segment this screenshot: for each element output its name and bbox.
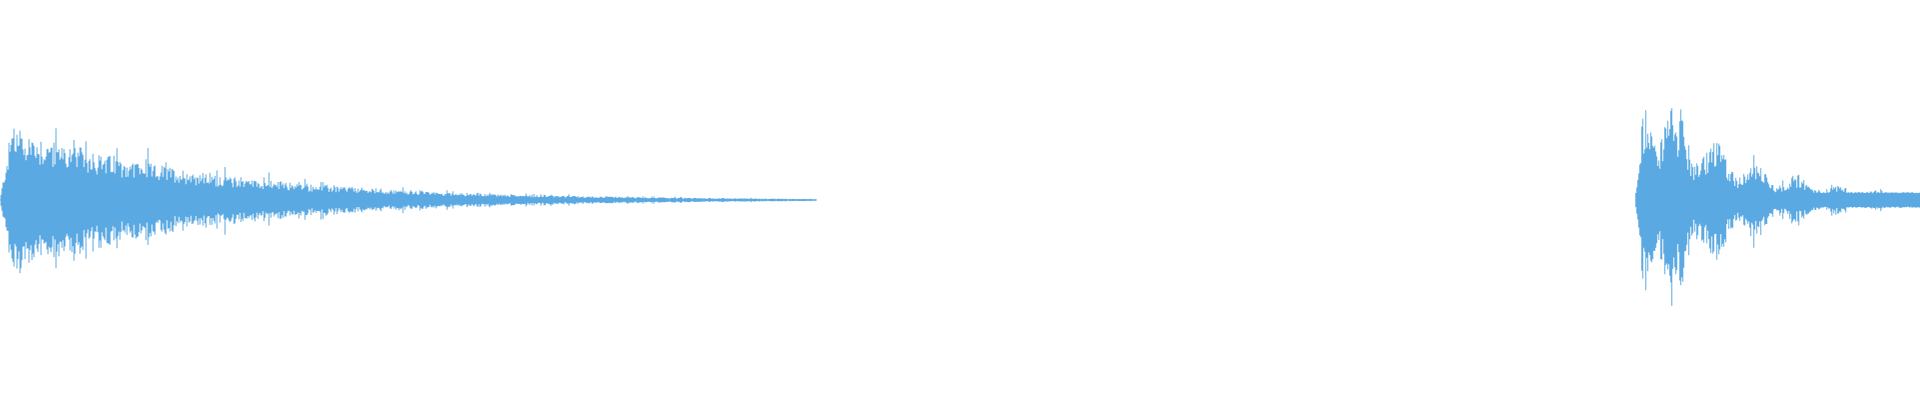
waveform-segment-1	[0, 128, 817, 274]
waveform-segment-2	[1635, 108, 1920, 306]
